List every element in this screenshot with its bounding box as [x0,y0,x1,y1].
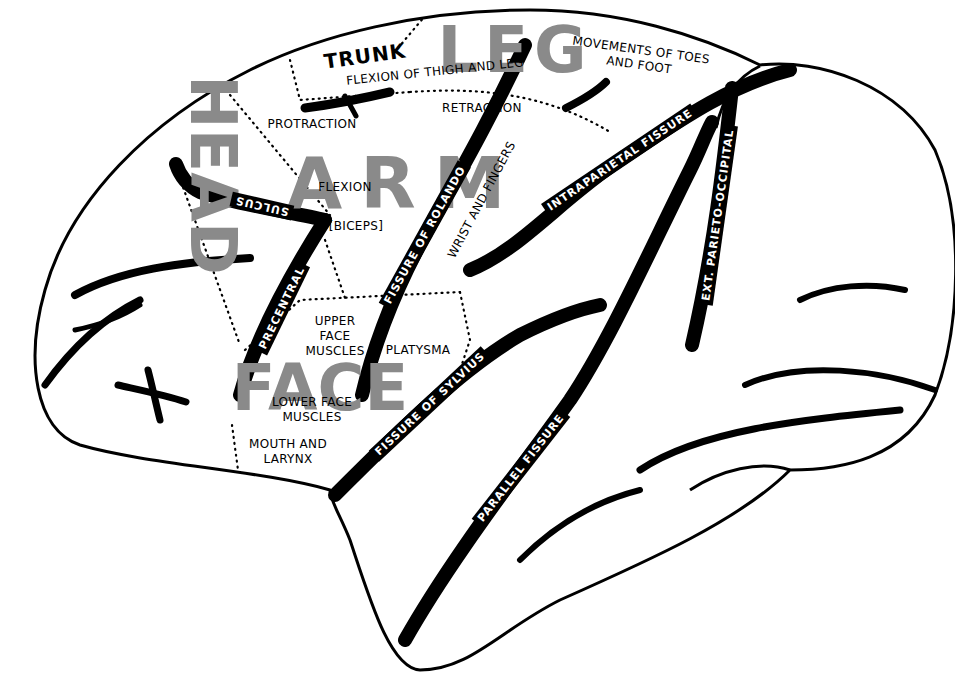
dotted-boundary [232,425,238,470]
muscle-label: PLATYSMA [386,343,451,358]
fissure-name: INTRAPARIETAL FISSURE [541,103,699,216]
fissure-name: PARALLEL FISSURE [472,408,571,528]
frontal-sulcus [75,305,140,330]
muscle-label: UPPER FACE MUSCLES [299,314,371,359]
temporal-sulcus [640,410,900,470]
brain-outline [35,10,955,670]
minor-sulci [45,82,935,560]
fissure-name: PRECENTRAL [254,260,311,355]
movement-label: FLEXION [318,180,371,195]
dotted-boundary [325,240,345,298]
temporal-sulcus [520,490,640,560]
movement-label: RETRACTION [442,101,522,116]
movement-label: PROTRACTION [267,117,356,132]
leg-area-sulcus [345,96,356,116]
fissure-name: EXT. PARIETO-OCCIPITAL [698,124,738,305]
orbital-sulcus [148,370,160,420]
frontal-sulcus [45,300,140,385]
dotted-boundary [410,91,610,132]
body-part-name: HEAD [181,75,245,275]
muscle-label: MOUTH AND LARYNX [238,437,338,467]
fissures [176,45,790,640]
temporal-lower-border [690,466,790,490]
occipital-sulcus [800,286,905,300]
area-boundaries [175,16,610,470]
foot-area-sulcus [566,82,606,108]
occipital-sulcus [745,370,935,390]
brain-outline-group [35,10,955,670]
muscle-label: LOWER FACE MUSCLES [257,395,367,425]
muscle-label: [BICEPS] [329,219,383,234]
